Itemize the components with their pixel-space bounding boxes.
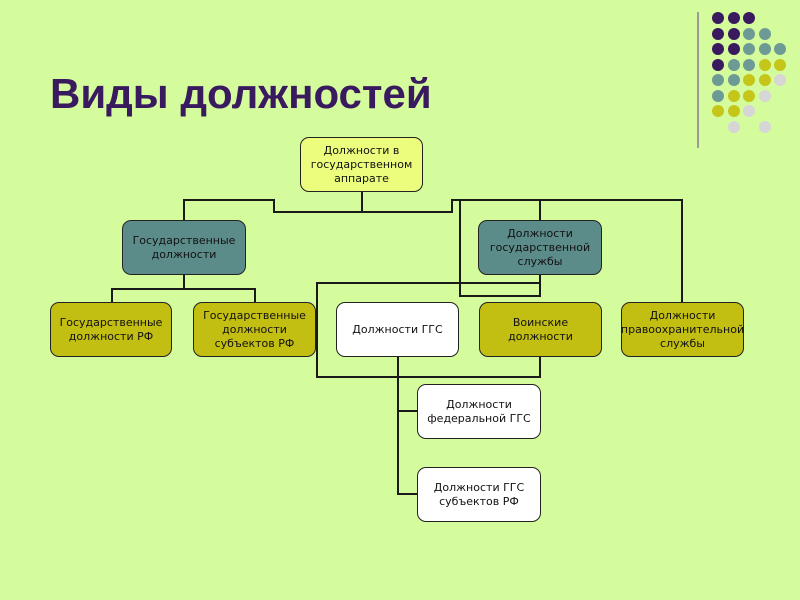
box-civil-service-positions: Должности государственной службы	[478, 220, 602, 275]
decorative-dot	[712, 74, 724, 86]
decorative-dot	[727, 89, 740, 102]
decorative-dot	[727, 43, 740, 55]
box-state-positions-rf: Государственные должности РФ	[50, 302, 172, 357]
box-ggs-subjects-positions: Должности ГГС субъектов РФ	[417, 467, 541, 522]
decorative-dot	[727, 58, 740, 71]
connector-state-children	[111, 275, 185, 302]
box-root: Должности в государственном аппарате	[300, 137, 423, 192]
decorative-dot	[758, 120, 771, 133]
decorative-dot	[758, 27, 771, 40]
decorative-dot	[727, 12, 740, 24]
connector-root-right	[362, 199, 683, 302]
box-law-enforcement-positions: Должности правоохранительной службы	[621, 302, 744, 357]
decorative-dot	[743, 89, 755, 102]
slide-title: Виды должностей	[50, 70, 432, 117]
decorative-dot	[743, 43, 755, 55]
decorative-dot	[758, 43, 771, 55]
decorative-dot	[743, 27, 755, 40]
decorative-dot	[727, 105, 740, 117]
decorative-dot	[758, 58, 771, 71]
decorative-dot	[712, 43, 724, 55]
decorative-dot	[712, 105, 724, 117]
box-federal-ggs-positions: Должности федеральной ГГС	[417, 384, 541, 439]
box-military-positions: Воинские должности	[479, 302, 602, 357]
connector-ggs-subbranch	[397, 377, 417, 495]
decorative-dot	[743, 74, 755, 86]
connector-root-bus	[183, 190, 363, 220]
decorative-dot	[712, 27, 724, 40]
decorative-dot	[712, 89, 724, 102]
decorative-dot	[712, 12, 724, 24]
decorative-dot	[743, 58, 755, 71]
decorative-dot	[727, 27, 740, 40]
decorative-dot	[758, 89, 771, 102]
decorative-dot	[743, 12, 755, 24]
decorative-dot	[727, 74, 740, 86]
connector-civil-loop	[459, 200, 541, 297]
decorative-dot	[743, 105, 755, 117]
decorative-dot	[727, 120, 740, 133]
decorative-dot	[774, 43, 786, 55]
decorative-dot	[758, 74, 771, 86]
decorative-dot	[774, 74, 786, 86]
box-ggs-positions: Должности ГГС	[336, 302, 459, 357]
box-state-positions: Государственные должности	[122, 220, 246, 275]
decorative-dot	[712, 58, 724, 71]
box-state-positions-subjects: Государственные должности субъектов РФ	[193, 302, 316, 357]
decorative-dot	[774, 58, 786, 71]
connector-state-children-right	[184, 288, 256, 302]
divider-line	[697, 12, 699, 148]
connector-ggs-loop	[316, 275, 541, 378]
